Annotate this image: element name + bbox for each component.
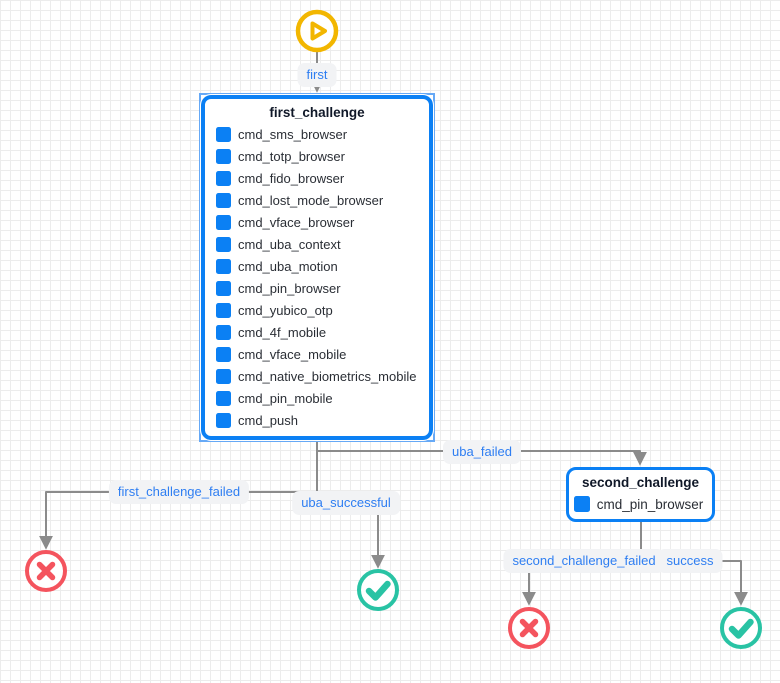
command-item[interactable]: cmd_uba_context <box>216 233 429 255</box>
command-item[interactable]: cmd_uba_motion <box>216 255 429 277</box>
command-item[interactable]: cmd_pin_mobile <box>216 387 429 409</box>
command-icon <box>216 412 231 428</box>
command-icon <box>216 346 231 362</box>
play-circle-icon <box>295 9 339 53</box>
node-title: second_challenge <box>581 475 700 490</box>
command-icon <box>216 368 231 384</box>
command-item[interactable]: cmd_yubico_otp <box>216 299 429 321</box>
command-icon <box>216 126 231 142</box>
edge-label-success[interactable]: success <box>657 549 723 573</box>
command-item[interactable]: cmd_native_biometrics_mobile <box>216 365 429 387</box>
command-item[interactable]: cmd_vface_browser <box>216 211 429 233</box>
node-title: first_challenge <box>269 105 365 120</box>
edge-label-uba-successful[interactable]: uba_successful <box>292 491 400 515</box>
command-item[interactable]: cmd_vface_mobile <box>216 343 429 365</box>
command-item[interactable]: cmd_4f_mobile <box>216 321 429 343</box>
command-icon <box>216 192 231 208</box>
command-item[interactable]: cmd_push <box>216 409 429 431</box>
node-first-challenge[interactable]: first_challenge cmd_sms_browser cmd_totp… <box>200 94 434 441</box>
command-icon <box>216 258 231 274</box>
command-item[interactable]: cmd_pin_browser <box>216 277 429 299</box>
node-second-challenge[interactable]: second_challenge cmd_pin_browser <box>566 467 715 522</box>
success-node-second[interactable] <box>719 606 763 650</box>
command-item[interactable]: cmd_lost_mode_browser <box>216 189 429 211</box>
check-circle-icon <box>720 607 762 649</box>
selection-outline: first_challenge cmd_sms_browser cmd_totp… <box>199 93 435 442</box>
command-list: cmd_pin_browser <box>569 492 712 516</box>
success-node-first[interactable] <box>356 568 400 612</box>
command-icon <box>216 148 231 164</box>
x-circle-icon <box>25 550 67 592</box>
fail-node-second[interactable] <box>507 606 551 650</box>
edge-label-second-challenge-failed[interactable]: second_challenge_failed <box>503 549 665 573</box>
command-icon <box>216 302 231 318</box>
edge-label-first-challenge-failed[interactable]: first_challenge_failed <box>108 480 250 504</box>
command-icon <box>216 170 231 186</box>
command-icon <box>216 280 231 296</box>
command-icon <box>216 214 231 230</box>
command-item[interactable]: cmd_sms_browser <box>216 123 429 145</box>
command-icon <box>216 324 231 340</box>
command-item[interactable]: cmd_fido_browser <box>216 167 429 189</box>
fail-node-first[interactable] <box>24 549 68 593</box>
command-icon <box>216 390 231 406</box>
command-item[interactable]: cmd_pin_browser <box>569 492 712 516</box>
command-icon <box>216 236 231 252</box>
command-list: cmd_sms_browser cmd_totp_browser cmd_fid… <box>205 123 429 435</box>
command-item[interactable]: cmd_totp_browser <box>216 145 429 167</box>
check-circle-icon <box>357 569 399 611</box>
command-icon <box>573 496 590 512</box>
x-circle-icon <box>508 607 550 649</box>
edge-label-uba-failed[interactable]: uba_failed <box>443 440 521 464</box>
start-node[interactable] <box>295 9 339 53</box>
edge-label-first[interactable]: first <box>297 63 337 87</box>
